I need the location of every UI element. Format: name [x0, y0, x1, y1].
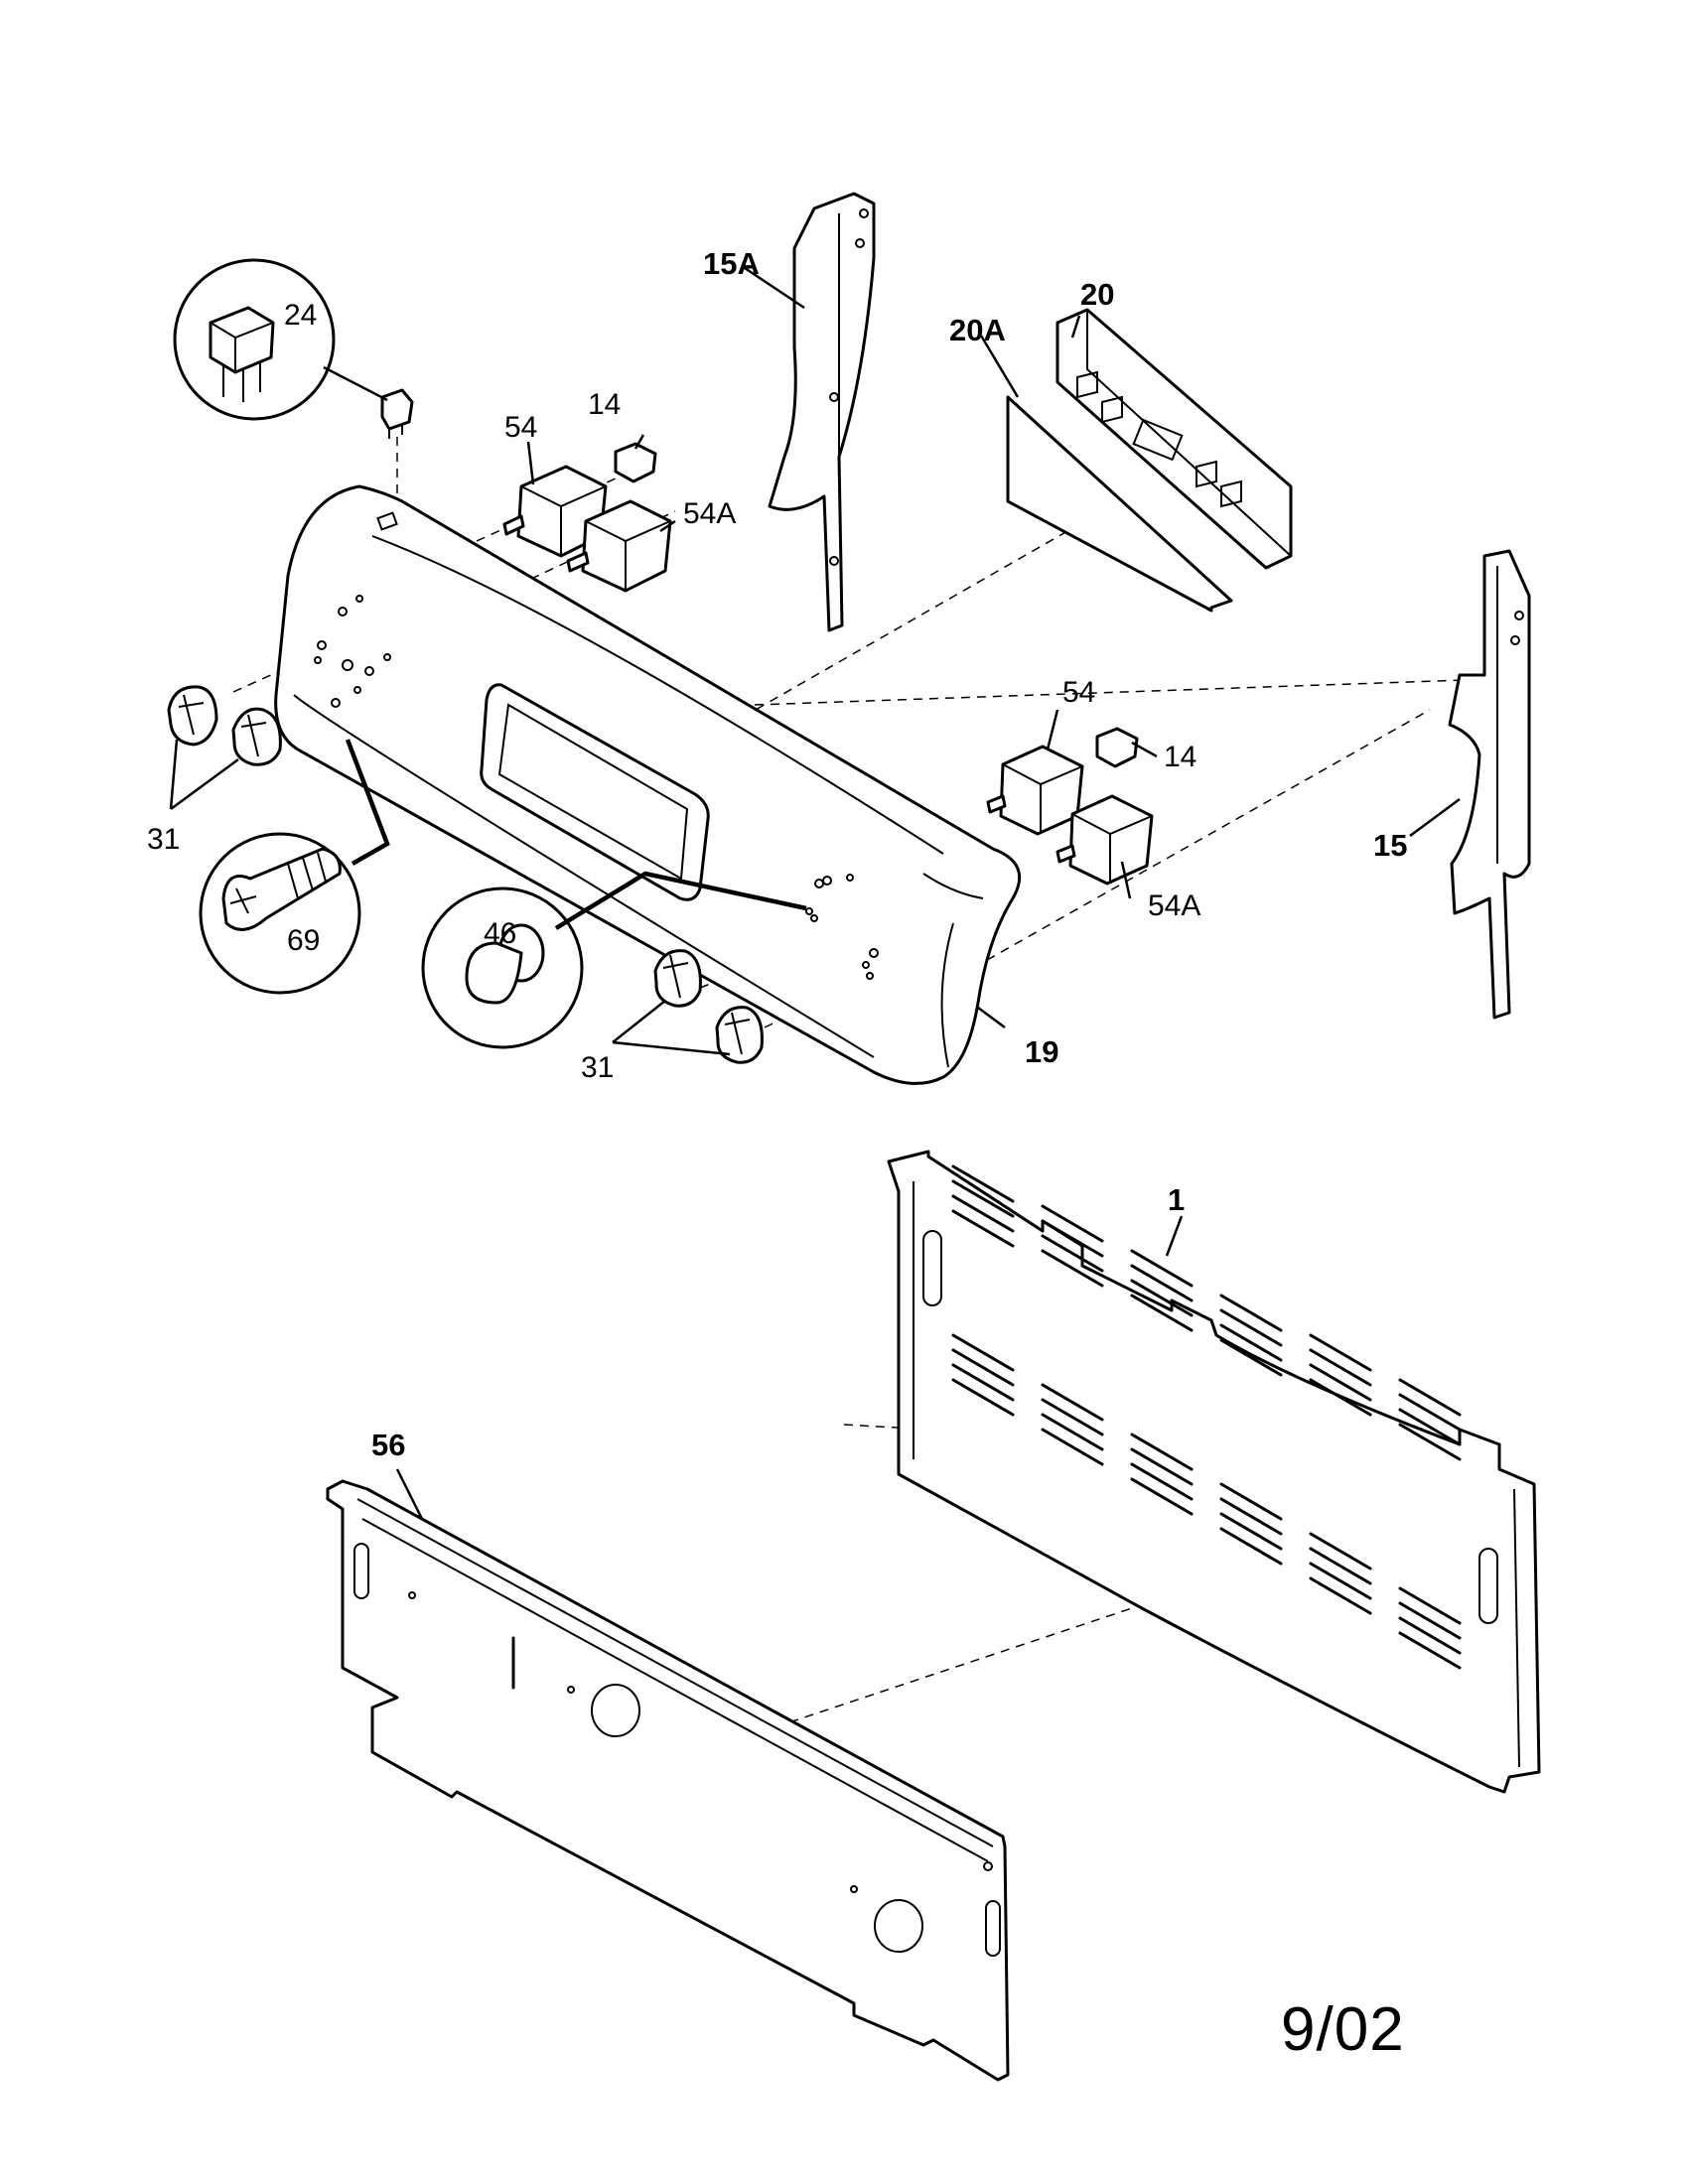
- knob-31-lower-left: [653, 949, 702, 1008]
- label-54-lower: 54: [1062, 676, 1095, 709]
- end-cap-15: [1448, 549, 1531, 1020]
- switch-54a-upper: [566, 499, 672, 593]
- label-31-left: 31: [147, 823, 180, 856]
- terminal-14-lower: [1095, 727, 1139, 768]
- label-54a-upper: 54A: [683, 497, 736, 530]
- back-panel-1: [887, 1150, 1541, 1794]
- knob-31-upper-left: [167, 685, 218, 747]
- label-19: 19: [1025, 1034, 1058, 1069]
- label-56: 56: [371, 1428, 405, 1462]
- label-46: 46: [484, 917, 516, 950]
- switch-54-lower: [986, 745, 1084, 836]
- control-panel-19: [274, 484, 1022, 1085]
- detail-circle-46: [421, 887, 584, 1049]
- label-31-right: 31: [581, 1051, 614, 1084]
- label-24: 24: [284, 299, 317, 332]
- label-14-lower: 14: [1164, 741, 1196, 773]
- terminal-14-upper: [614, 442, 657, 483]
- end-cap-15a: [768, 192, 876, 632]
- rocker-switch-24: [380, 388, 414, 439]
- leader-lines: [169, 266, 1461, 1520]
- knob-31-lower-right: [715, 1006, 764, 1064]
- bracket-56: [326, 1479, 1010, 2082]
- overlay-20a: [1006, 395, 1233, 613]
- label-54-upper: 54: [504, 411, 537, 444]
- revision-date: 9/02: [1281, 1995, 1405, 2064]
- detail-circle-24: [173, 258, 336, 421]
- detail-circle-69: [199, 832, 361, 995]
- label-54a-lower: 54A: [1148, 889, 1200, 922]
- part-labels: 24 54 14 54A 15A 20 20A 54 14 54A 15 19 …: [147, 246, 1407, 2064]
- label-14-upper: 14: [588, 388, 621, 421]
- switch-54a-lower: [1055, 794, 1154, 886]
- knob-31-upper-right: [231, 707, 282, 766]
- label-15: 15: [1373, 828, 1407, 863]
- label-1: 1: [1168, 1182, 1185, 1217]
- label-69: 69: [287, 924, 320, 957]
- label-20a: 20A: [949, 313, 1006, 347]
- back-panel-1-vents: [951, 1164, 1462, 1670]
- label-15a: 15A: [703, 246, 760, 281]
- electronic-control-20: [1055, 308, 1293, 570]
- label-20: 20: [1080, 277, 1114, 312]
